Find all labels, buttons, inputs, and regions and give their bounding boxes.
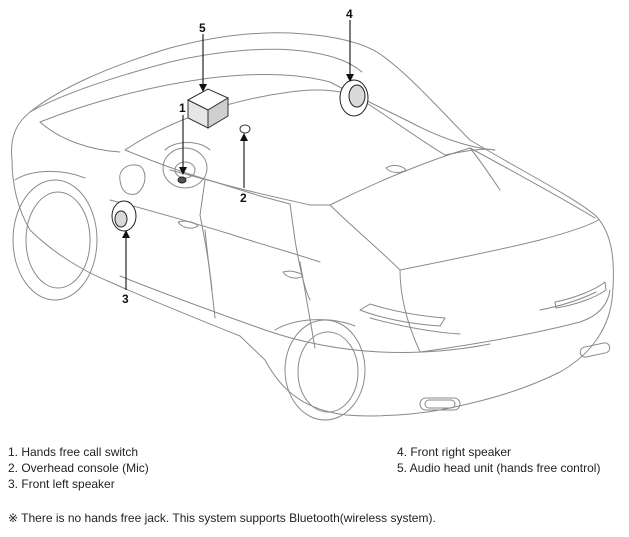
legend-item-1: 1. Hands free call switch <box>8 445 139 459</box>
callout-5: 5 <box>199 21 206 35</box>
callout-arrows <box>122 20 354 290</box>
front-right-speaker-icon <box>339 79 369 117</box>
footnote: ※ There is no hands free jack. This syst… <box>8 511 436 525</box>
callout-3: 3 <box>122 292 129 306</box>
legend-item-2: 2. Overhead console (Mic) <box>8 461 149 475</box>
legend-left-column: 1. Hands free call switch 2. Overhead co… <box>8 444 149 492</box>
legend-right-column: 4. Front right speaker 5. Audio head uni… <box>397 444 600 476</box>
audio-head-unit-box <box>186 88 230 129</box>
hands-free-switch-icon <box>177 176 187 184</box>
overhead-mic-icon <box>239 124 251 134</box>
callout-2: 2 <box>240 191 247 205</box>
front-left-speaker-icon <box>111 200 137 232</box>
car-outline <box>11 32 614 421</box>
legend-item-4: 4. Front right speaker <box>397 445 512 459</box>
callout-4: 4 <box>346 7 353 21</box>
legend-item-5: 5. Audio head unit (hands free control) <box>397 461 601 475</box>
legend-item-3: 3. Front left speaker <box>8 477 115 491</box>
callout-1: 1 <box>179 101 186 115</box>
car-component-diagram: 5 1 2 4 3 <box>11 7 614 421</box>
